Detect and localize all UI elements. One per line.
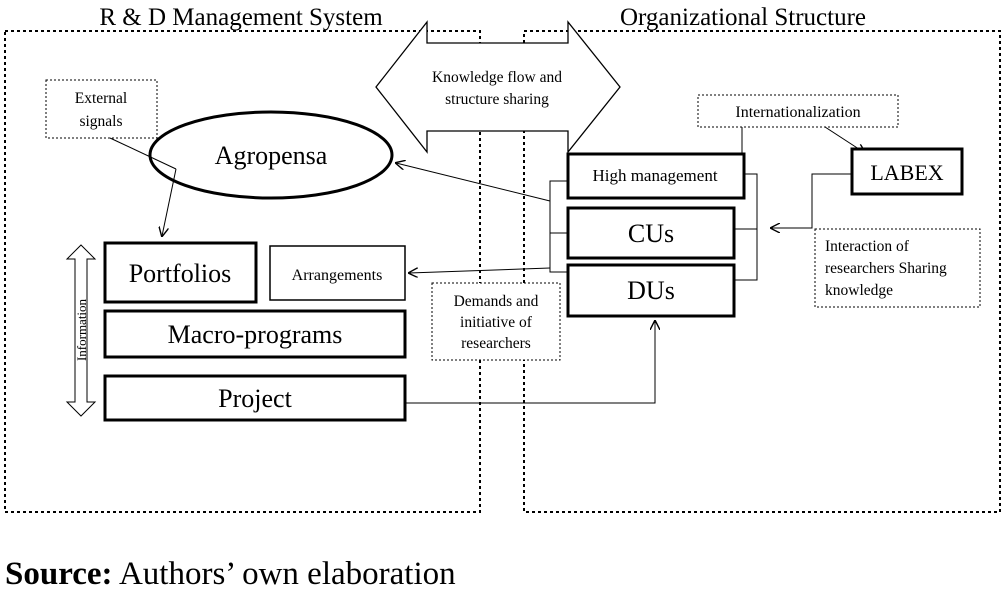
knowledge-flow-label-line2: structure sharing bbox=[445, 91, 549, 108]
demands-line3: researchers bbox=[461, 335, 531, 352]
source-label: Source: bbox=[5, 556, 113, 592]
left-bracket-connector bbox=[549, 180, 568, 273]
external-signals-line2: signals bbox=[79, 113, 122, 130]
macro-programs-label: Macro-programs bbox=[168, 320, 343, 349]
labex-box bbox=[850, 147, 964, 196]
internationalization-box bbox=[697, 94, 899, 128]
arrangements-box bbox=[269, 245, 406, 301]
interaction-line2: researchers Sharing bbox=[825, 260, 947, 277]
high-management-label: High management bbox=[592, 166, 717, 185]
information-label: Information bbox=[74, 298, 89, 361]
project-box bbox=[103, 374, 407, 422]
external-signals-box bbox=[45, 79, 158, 139]
labex-to-cus-arrow bbox=[771, 173, 852, 228]
high-management-box bbox=[566, 152, 746, 200]
org-to-arrangements-arrow bbox=[409, 267, 551, 273]
dus-label: DUs bbox=[627, 276, 675, 305]
framework-diagram: R & D Management System Organizational S… bbox=[4, 4, 1001, 513]
internationalization-label: Internationalization bbox=[735, 104, 860, 121]
project-to-dus-arrow bbox=[405, 321, 655, 404]
external-signals-line1: External bbox=[75, 90, 128, 107]
demands-line1: Demands and bbox=[454, 293, 539, 310]
agropensa-label: Agropensa bbox=[215, 141, 328, 170]
demands-line2: initiative of bbox=[460, 314, 533, 331]
org-to-agropensa-arrow bbox=[396, 163, 551, 202]
interaction-box bbox=[814, 228, 981, 308]
signals-to-portfolios-arrow bbox=[162, 168, 177, 236]
external-signals-connector bbox=[109, 137, 177, 170]
portfolios-label: Portfolios bbox=[129, 259, 232, 288]
source-text: Authors’ own elaboration bbox=[112, 556, 456, 592]
organizational-structure-panel bbox=[523, 30, 1001, 513]
knowledge-flow-double-arrow bbox=[375, 20, 621, 154]
rd-panel-title: R & D Management System bbox=[99, 4, 383, 31]
labex-label: LABEX bbox=[870, 160, 943, 185]
project-label: Project bbox=[218, 384, 292, 413]
source-caption: Source: Authors’ own elaboration bbox=[5, 556, 456, 592]
interaction-line3: knowledge bbox=[825, 282, 893, 299]
arrangements-label: Arrangements bbox=[292, 267, 383, 284]
portfolios-box bbox=[103, 241, 258, 304]
knowledge-flow-label-line1: Knowledge flow and bbox=[432, 69, 562, 86]
agropensa-ellipse bbox=[148, 110, 394, 200]
org-panel-title: Organizational Structure bbox=[620, 4, 866, 31]
macro-programs-box bbox=[103, 309, 407, 359]
cus-label: CUs bbox=[628, 219, 674, 248]
demands-box bbox=[431, 282, 561, 361]
cus-box bbox=[566, 206, 736, 260]
right-bracket-connector bbox=[735, 173, 758, 281]
rd-management-panel bbox=[4, 30, 481, 513]
information-double-arrow bbox=[65, 244, 97, 417]
interaction-line1: Interaction of bbox=[825, 238, 910, 255]
dus-box bbox=[566, 263, 736, 318]
